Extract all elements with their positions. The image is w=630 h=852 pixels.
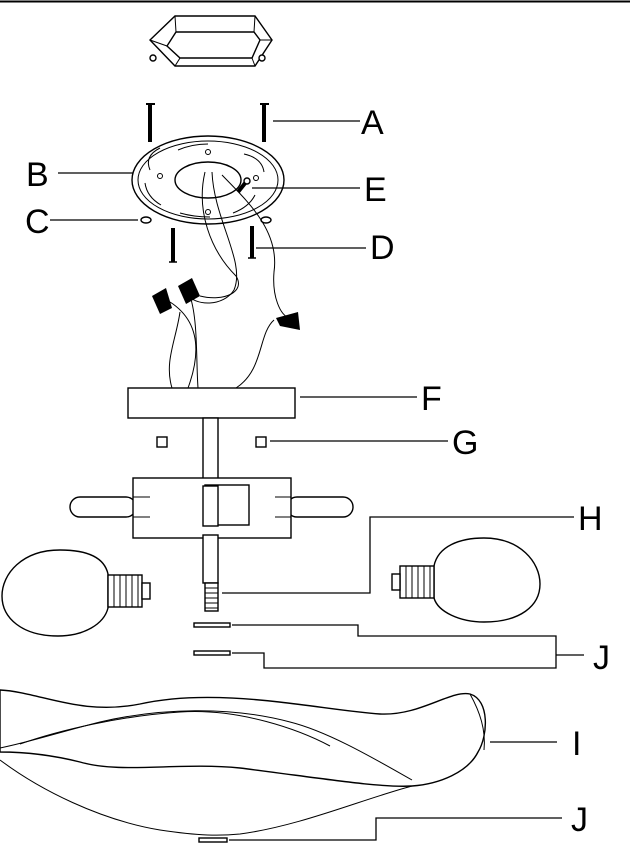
label-i: I — [572, 725, 581, 763]
part-g-square-nuts — [156, 436, 267, 448]
supply-wires — [168, 171, 291, 389]
wire-connectors — [152, 278, 300, 330]
part-j-washers-upper — [193, 622, 231, 656]
leader-j-upper — [232, 624, 557, 669]
label-g: G — [452, 424, 478, 462]
part-f-canopy — [127, 387, 296, 419]
label-j-lower: J — [571, 801, 588, 839]
fixture-body — [69, 417, 354, 612]
left-light-bulb — [1, 549, 151, 637]
part-d-screws — [169, 226, 256, 263]
part-e-ground-screw — [236, 177, 251, 194]
label-b: B — [26, 156, 49, 194]
right-light-bulb — [391, 537, 541, 623]
part-b-mounting-plate — [131, 135, 285, 225]
hexagonal-crown-cap — [149, 15, 273, 67]
label-f: F — [421, 380, 442, 418]
label-e: E — [364, 171, 387, 209]
part-i-glass-shade — [0, 689, 487, 836]
leader-j-lower — [229, 817, 562, 841]
label-d: D — [370, 229, 395, 267]
leader-h — [222, 516, 574, 594]
part-j-washer-lower — [198, 837, 228, 843]
label-a: A — [361, 104, 384, 142]
label-h: H — [578, 500, 603, 538]
part-c-nuts — [140, 216, 272, 224]
part-a-screws — [146, 103, 269, 142]
label-c: C — [25, 203, 50, 241]
label-j-upper: J — [593, 639, 610, 677]
